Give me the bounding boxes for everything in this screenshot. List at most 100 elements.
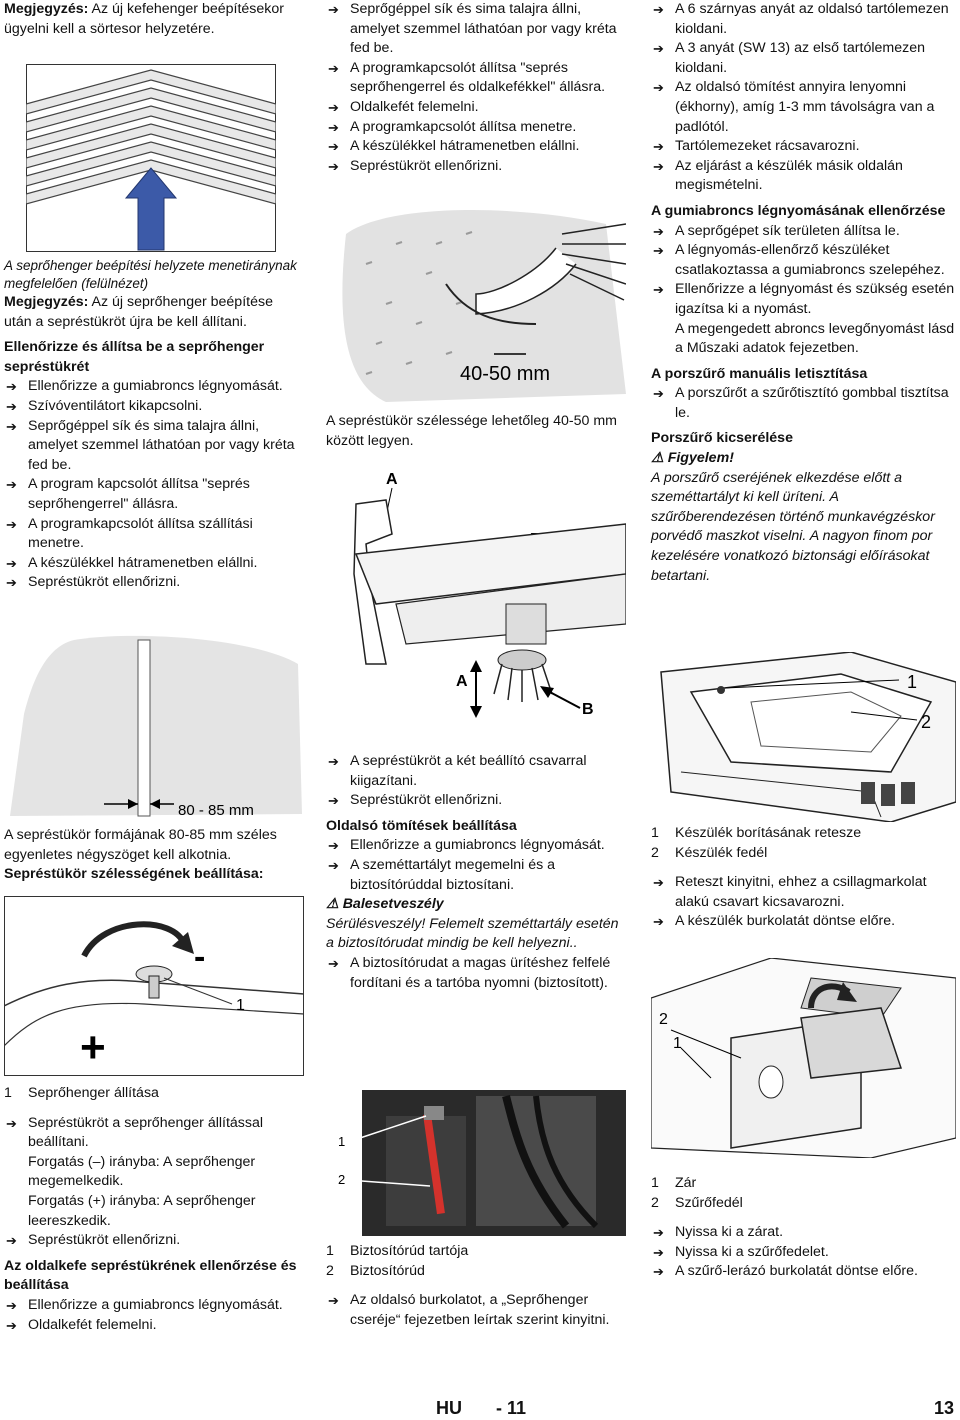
- arrow-right-icon: ➔: [653, 223, 664, 239]
- step-item: ➔Sepréstükröt ellenőrizni.: [326, 157, 626, 177]
- arrow-right-icon: ➔: [6, 379, 17, 395]
- step-item: ➔Sepréstükröt ellenőrizni.: [4, 573, 304, 593]
- step-item: ➔Az oldalsó tömítést annyira lenyomni (é…: [653, 79, 935, 135]
- arrow-right-icon: ➔: [328, 838, 339, 854]
- step-item: ➔Ellenőrizze a gumiabroncs légnyomását.: [4, 1296, 304, 1316]
- figure-2-caption: A sepréstükör formájának 80-85 mm széles…: [4, 827, 277, 863]
- column-2-middle: ➔A sepréstükröt a két beállító csavarral…: [326, 752, 626, 993]
- column-3-top: ➔A 6 szárnyas anyát az oldalsó tartóleme…: [651, 0, 956, 586]
- sub-note: Forgatás (+) irányba: A seprőhenger leer…: [28, 1192, 256, 1229]
- arrow-right-icon: ➔: [328, 793, 339, 809]
- step-item: ➔Ellenőrizze a gumiabroncs légnyomását.: [4, 377, 304, 397]
- side-brush-adjust-figure: A B A B: [353, 471, 626, 718]
- label-b-bottom: B: [582, 701, 594, 718]
- step-item: ➔Reteszt kinyitni, ehhez a csillagmarkol…: [653, 874, 927, 910]
- arrow-right-icon: ➔: [6, 1233, 17, 1249]
- arrow-right-icon: ➔: [6, 1297, 17, 1313]
- step-item: ➔Sepréstükröt a seprőhenger állítással b…: [6, 1114, 264, 1151]
- arrow-right-icon: ➔: [653, 243, 664, 259]
- arrow-right-icon: ➔: [653, 875, 664, 891]
- callout-1: 1: [673, 1035, 682, 1052]
- callout-2: 2: [659, 1011, 668, 1028]
- arrow-right-icon: ➔: [653, 41, 664, 57]
- step-item: ➔A készülék burkolatát döntse előre.: [651, 912, 956, 932]
- warning-title: ⚠ Balesetveszély: [326, 896, 444, 913]
- arrow-right-icon: ➔: [6, 418, 17, 434]
- arrow-right-icon: ➔: [653, 386, 664, 402]
- plus-sign: +: [80, 1023, 106, 1072]
- label-a-bottom: A: [456, 673, 468, 690]
- step-item: ➔Ellenőrizze a gumiabroncs légnyomását.: [326, 836, 626, 856]
- sub-note: A megengedett abroncs levegőnyomást lásd…: [675, 320, 955, 357]
- arrow-right-icon: ➔: [328, 1293, 339, 1309]
- figure-4-caption: A sepréstükör szélessége lehetőleg 40-50…: [326, 413, 618, 449]
- column-1-lower: A sepréstükör formájának 80-85 mm széles…: [4, 826, 304, 885]
- step-item: ➔Az eljárást a készülék másik oldalán me…: [653, 157, 903, 194]
- arrow-right-icon: ➔: [328, 2, 339, 17]
- direction-arrow-icon: [124, 167, 178, 251]
- side-brush-pattern-figure: 40-50 mm: [342, 210, 626, 402]
- arrow-right-icon: ➔: [328, 158, 339, 174]
- label-a-top: A: [386, 471, 398, 488]
- step-item: ➔A program kapcsolót állítsa "seprés sep…: [6, 476, 250, 512]
- arrow-right-icon: ➔: [653, 282, 664, 298]
- step-item: ➔A 3 anyát (SW 13) az első tartólemezen …: [653, 40, 925, 76]
- column-2-top: ➔Seprőgéppel sík és sima talajra állni, …: [326, 0, 626, 176]
- step-item: ➔A programkapcsolót állítsa menetre.: [326, 118, 626, 138]
- note-2: Megjegyzés: Az új seprőhenger beépítése …: [4, 294, 273, 330]
- arrow-right-icon: ➔: [653, 1244, 664, 1260]
- step-item: ➔A készülékkel hátramenetben elállni.: [4, 554, 304, 574]
- step-item: ➔A seprőgépet sík területen állítsa le.: [651, 222, 956, 242]
- arrow-right-icon: ➔: [653, 80, 664, 96]
- sub-note: Forgatás (–) irányba: A seprőhenger mege…: [28, 1153, 256, 1190]
- arrow-right-icon: ➔: [653, 139, 664, 155]
- arrow-right-icon: ➔: [328, 754, 339, 769]
- section-heading-filter-replace: Porszűrő kicserélése: [651, 430, 793, 447]
- machine-hood-figure: 1 2: [660, 652, 956, 822]
- step-item: ➔A szeméttartályt megemelni és a biztosí…: [328, 856, 556, 893]
- section-heading-sweep-pattern: Ellenőrizze és állítsa be a seprőhenger …: [4, 339, 265, 375]
- callout-1: 1: [338, 1134, 345, 1149]
- step-item: ➔Ellenőrizze a légnyomást és szükség ese…: [653, 281, 955, 317]
- safety-rod-figure: 1 2: [326, 1076, 626, 1236]
- step-item: ➔A porszűrőt a szűrőtisztító gombbal tis…: [653, 385, 949, 421]
- step-item: ➔Seprőgéppel sík és sima talajra állni, …: [328, 1, 617, 57]
- warning-triangle-icon: ⚠: [326, 896, 339, 913]
- callout-1: 1: [236, 997, 245, 1014]
- step-item: ➔Tartólemezeket rácsavarozni.: [651, 137, 956, 157]
- step-item: ➔A szűrő-lerázó burkolatát döntse előre.: [651, 1262, 956, 1282]
- step-item: ➔Nyissa ki a zárat.: [651, 1223, 956, 1243]
- brush-adjustment-figure: - + 1: [4, 896, 304, 1076]
- arrow-right-icon: ➔: [653, 158, 664, 174]
- arrow-right-icon: ➔: [653, 1225, 664, 1241]
- warning-text: Sérülésveszély! Felemelt szeméttartály e…: [326, 915, 619, 952]
- brush-orientation-figure: [26, 64, 276, 252]
- arrow-right-icon: ➔: [6, 1317, 17, 1333]
- arrow-right-icon: ➔: [6, 477, 17, 493]
- step-item: ➔A programkapcsolót állítsa szállítási m…: [6, 515, 253, 552]
- arrow-right-icon: ➔: [328, 119, 339, 135]
- section-heading-side-brush: Az oldalkefe sepréstükrének ellenőrzése …: [4, 1257, 297, 1294]
- step-item: ➔Szívóventilátort kikapcsolni.: [4, 397, 304, 417]
- warning-text: A porszűrő cseréjének elkezdése előtt a …: [651, 469, 935, 584]
- step-item: ➔Az oldalsó burkolatot, a „Seprőhenger c…: [328, 1292, 610, 1328]
- section-heading-tire-pressure: A gumiabroncs légnyomásának ellenőrzése: [651, 202, 946, 219]
- column-2-caption: A sepréstükör szélessége lehetőleg 40-50…: [326, 412, 626, 451]
- section-heading-filter-clean: A porszűrő manuális letisztítása: [651, 365, 868, 382]
- arrow-right-icon: ➔: [328, 857, 339, 873]
- warning-title: ⚠ Figyelem!: [651, 450, 734, 467]
- filter-cover-figure: 2 1: [651, 958, 956, 1158]
- step-item: ➔Seprőgéppel sík és sima talajra állni, …: [6, 417, 295, 473]
- section-heading-width: Sepréstükör szélességének beállítása:: [4, 866, 264, 883]
- step-item: ➔A 6 szárnyas anyát az oldalsó tartóleme…: [653, 1, 949, 37]
- section-heading-seals: Oldalsó tömítések beállítása: [326, 817, 517, 834]
